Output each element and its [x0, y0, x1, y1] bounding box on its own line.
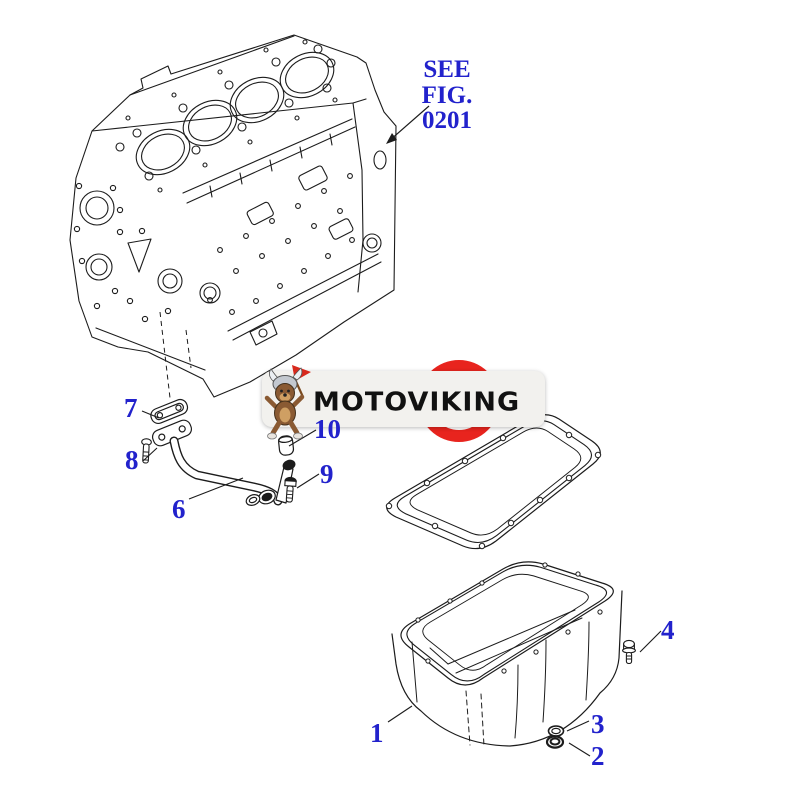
logo-banner: [262, 371, 545, 427]
leader-line-9: [296, 473, 320, 489]
drain-plug-2-drawing: [545, 735, 565, 749]
leader-line-10: [288, 429, 317, 447]
callout-8: 8: [125, 445, 139, 475]
bolt-8-drawing: [141, 438, 152, 464]
bolt-4-drawing: [622, 639, 636, 665]
callout-7: 7: [124, 393, 138, 423]
leader-line-4: [639, 630, 662, 653]
callout-1: 1: [370, 718, 384, 748]
callout-2: 2: [591, 741, 605, 771]
viking-dog-icon: [264, 365, 311, 440]
callout-9: 9: [320, 459, 334, 489]
flange-gasket-7-drawing: [150, 398, 189, 425]
spacer-10-drawing: [278, 435, 295, 456]
leader-line-1: [387, 705, 413, 723]
front-face-details: [73, 182, 278, 346]
bolt-9-drawing: [284, 476, 297, 503]
leader-line-8: [142, 447, 158, 462]
pan-interior-lines: [429, 609, 583, 674]
callout-4: 4: [661, 615, 675, 645]
pan-rim-bolt-bumps: [415, 562, 603, 674]
callout-3: 3: [591, 709, 605, 739]
leader-line-2: [568, 742, 591, 757]
figure-reference-line1: SEE FIG.: [421, 56, 473, 109]
logo-wordmark: MOTOVIKING: [313, 387, 521, 418]
engine-block-drawing: [69, 34, 397, 398]
oil-pan-gasket-drawing: [385, 412, 602, 550]
hidden-connector-lines: [159, 311, 192, 399]
pan-hidden-lines: [465, 690, 485, 747]
pan-panel-lines: [411, 621, 590, 739]
callout-10: 10: [314, 414, 341, 444]
leader-lines: [141, 410, 662, 757]
leader-line-3: [566, 720, 590, 732]
washer-3-drawing: [547, 725, 565, 737]
leader-line-6: [188, 477, 244, 500]
leader-line-7: [141, 410, 160, 419]
figure-reference-label: SEE FIG. 0201: [398, 57, 496, 134]
head-bolt-holes: [115, 39, 338, 193]
see-fig-arrow: [386, 105, 430, 144]
side-rails: [182, 118, 387, 341]
oil-pan-drawing: [391, 561, 623, 747]
callout-6: 6: [172, 494, 186, 524]
figure-reference-line2: 0201: [422, 107, 472, 134]
